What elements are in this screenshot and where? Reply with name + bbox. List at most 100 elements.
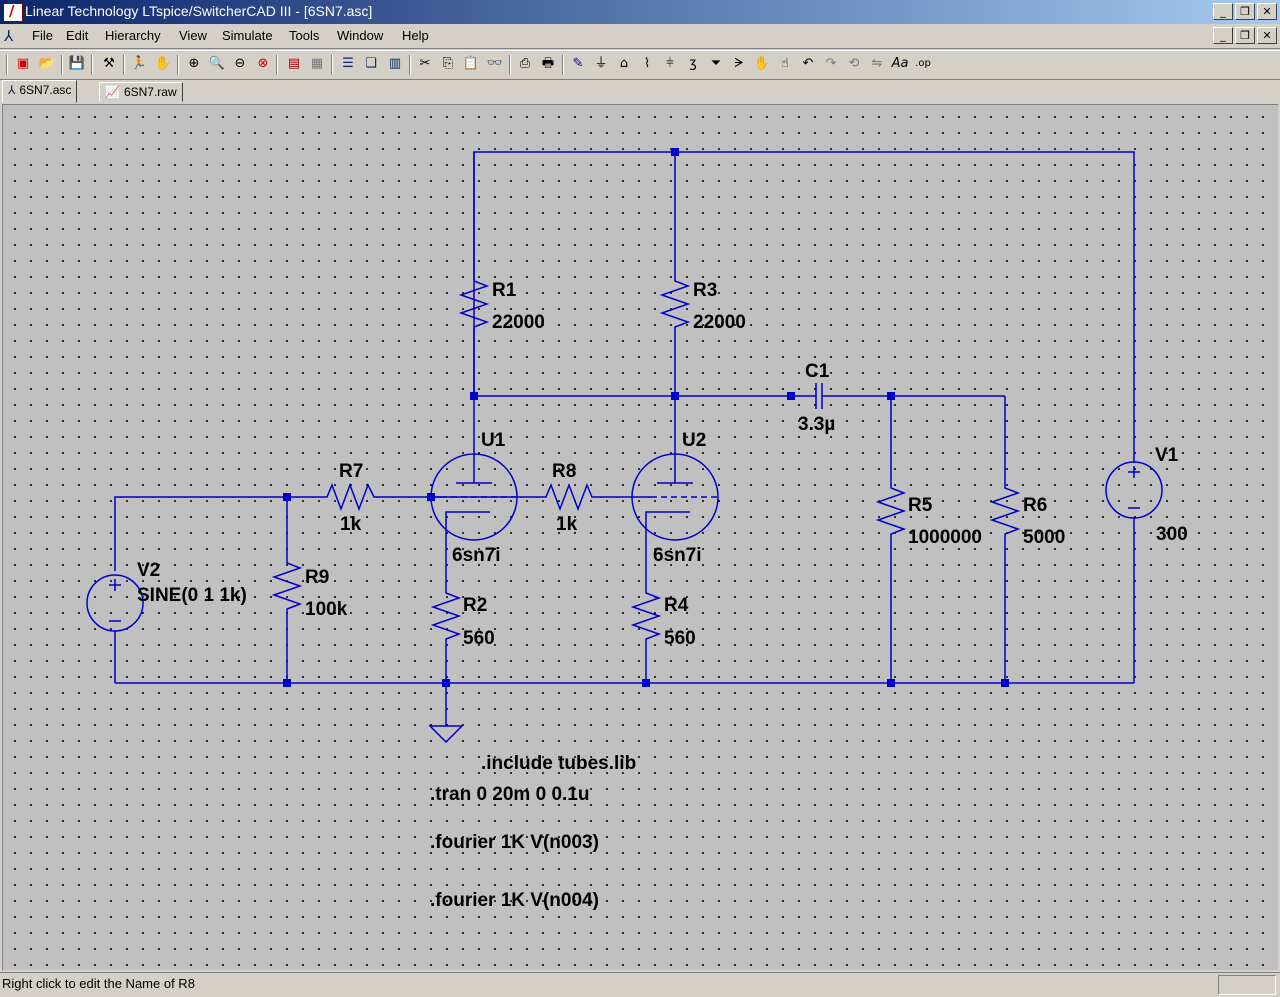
redo-icon[interactable]: ↷ xyxy=(825,56,837,71)
move-icon[interactable]: ✋ xyxy=(753,56,771,71)
u1-value[interactable]: 6sn7i xyxy=(452,545,501,566)
v2-name[interactable]: V2 xyxy=(137,560,160,581)
document-menu-icon[interactable]: ⅄ xyxy=(4,27,14,45)
c1-name[interactable]: C1 xyxy=(805,361,830,382)
menu-help[interactable]: Help xyxy=(402,28,429,43)
tab-6sn7-asc[interactable]: ⅄6SN7.asc xyxy=(2,80,78,103)
ground-icon[interactable]: ⏚ xyxy=(594,56,608,71)
schematic-canvas[interactable]: R1 22000 R3 22000 C1 3.3µ U1 6sn7i U2 6s… xyxy=(2,104,1278,970)
copy-icon[interactable]: ⎘ xyxy=(442,56,454,71)
zoom-fit-icon[interactable]: ⊗ xyxy=(257,56,269,71)
restore-icon[interactable]: ❐ xyxy=(1235,3,1255,20)
menu-simulate[interactable]: Simulate xyxy=(222,28,273,43)
capacitor-icon[interactable]: ⫩ xyxy=(666,56,674,71)
r7-symbol xyxy=(321,482,381,512)
menu-tools[interactable]: Tools xyxy=(289,28,320,43)
menu-edit[interactable]: Edit xyxy=(66,28,89,43)
zoom-in-icon[interactable]: ⊕ xyxy=(188,56,200,71)
draw-wire-icon[interactable]: ✎ xyxy=(572,56,584,71)
schematic-drawing[interactable]: R1 22000 R3 22000 C1 3.3µ U1 6sn7i U2 6s… xyxy=(3,105,1279,971)
r6-value[interactable]: 5000 xyxy=(1023,527,1065,548)
ground-symbol xyxy=(428,725,464,744)
r3-name[interactable]: R3 xyxy=(693,280,717,301)
minimize-icon[interactable]: _ xyxy=(1213,3,1233,20)
text-icon[interactable]: Aa xyxy=(891,56,909,71)
drag-icon[interactable]: ☝ xyxy=(781,56,789,71)
halt-icon[interactable]: ✋ xyxy=(154,56,172,71)
zoom-out-icon[interactable]: ⊖ xyxy=(234,56,246,71)
resistor-icon[interactable]: ⌇ xyxy=(643,56,651,71)
c1-value[interactable]: 3.3µ xyxy=(798,414,835,435)
menu-file[interactable]: File xyxy=(32,28,53,43)
spice-directive-tran[interactable]: .tran 0 20m 0 0.1u xyxy=(430,784,589,805)
r1-name[interactable]: R1 xyxy=(492,280,517,301)
r8-name[interactable]: R8 xyxy=(552,461,576,482)
tab-6sn7-raw[interactable]: 📈6SN7.raw xyxy=(99,82,183,102)
waveform-tab-icon: 📈 xyxy=(105,85,120,99)
print-preview-icon[interactable]: ⎙ xyxy=(519,56,531,71)
doc-minimize-icon[interactable]: _ xyxy=(1213,27,1233,44)
r5-value[interactable]: 1000000 xyxy=(908,527,982,548)
v1-value[interactable]: 300 xyxy=(1156,524,1188,545)
r3-value[interactable]: 22000 xyxy=(693,312,746,333)
tab-label: 6SN7.raw xyxy=(123,85,177,99)
r2-name[interactable]: R2 xyxy=(463,595,487,616)
label-net-icon[interactable]: ⌂ xyxy=(619,56,629,71)
spice-directive-icon[interactable]: .op xyxy=(915,58,931,69)
r7-value[interactable]: 1k xyxy=(340,514,362,535)
save-icon[interactable]: 💾 xyxy=(68,56,86,71)
rotate-icon[interactable]: ⟲ xyxy=(848,56,860,71)
open-icon[interactable]: 📂 xyxy=(38,56,56,71)
print-icon[interactable]: 🖶 xyxy=(541,56,555,71)
menu-view[interactable]: View xyxy=(179,28,207,43)
cascade-icon[interactable]: ❏ xyxy=(365,56,377,71)
mirror-icon[interactable]: ⇋ xyxy=(871,56,883,71)
spice-directive-fourier-n004[interactable]: .fourier 1K V(n004) xyxy=(430,890,599,911)
r8-value[interactable]: 1k xyxy=(556,514,578,535)
close-icon[interactable]: ✕ xyxy=(1257,3,1277,20)
r2-value[interactable]: 560 xyxy=(463,628,495,649)
r2-symbol xyxy=(430,586,462,649)
schematic-tab-icon: ⅄ xyxy=(8,83,16,97)
u1-name[interactable]: U1 xyxy=(481,430,506,451)
r3-symbol xyxy=(659,273,691,334)
new-schematic-icon[interactable]: ▣ xyxy=(16,56,30,71)
r9-name[interactable]: R9 xyxy=(305,567,329,588)
resistors xyxy=(271,273,1021,649)
u2-value[interactable]: 6sn7i xyxy=(653,545,702,566)
u2-name[interactable]: U2 xyxy=(682,430,706,451)
autorange-icon[interactable]: ▤ xyxy=(287,56,301,71)
paste-icon[interactable]: 📋 xyxy=(462,56,480,71)
ltspice-app-icon[interactable] xyxy=(3,2,23,22)
spice-directive-include[interactable]: .include tubes.lib xyxy=(481,753,636,774)
undo-icon[interactable]: ↶ xyxy=(802,56,814,71)
r1-symbol xyxy=(458,273,490,334)
tile-vertical-icon[interactable]: ▥ xyxy=(388,56,402,71)
r8-symbol xyxy=(541,482,597,512)
r4-name[interactable]: R4 xyxy=(664,595,689,616)
menu-window[interactable]: Window xyxy=(337,28,384,43)
tube-u2-symbol xyxy=(631,453,719,541)
v1-name[interactable]: V1 xyxy=(1155,445,1179,466)
control-panel-icon[interactable]: ⚒ xyxy=(103,56,115,71)
r7-name[interactable]: R7 xyxy=(339,461,363,482)
pan-icon[interactable]: 🔍 xyxy=(208,56,226,71)
menu-hierarchy[interactable]: Hierarchy xyxy=(105,28,161,43)
diode-icon[interactable]: ⏷ xyxy=(710,56,722,71)
run-icon[interactable]: 🏃 xyxy=(130,56,148,71)
r5-name[interactable]: R5 xyxy=(908,495,933,516)
cut-icon[interactable]: ✂ xyxy=(419,56,431,71)
v2-value[interactable]: SINE(0 1 1k) xyxy=(137,585,247,606)
grid-icon[interactable]: ▦ xyxy=(310,56,324,71)
find-icon[interactable]: 👓 xyxy=(486,56,504,71)
inductor-icon[interactable]: ʒ xyxy=(689,56,697,71)
tile-horizontal-icon[interactable]: ☰ xyxy=(342,56,354,71)
doc-close-icon[interactable]: ✕ xyxy=(1257,27,1277,44)
r4-value[interactable]: 560 xyxy=(664,628,696,649)
doc-restore-icon[interactable]: ❐ xyxy=(1235,27,1255,44)
component-icon[interactable]: ᗒ xyxy=(734,56,744,71)
r6-name[interactable]: R6 xyxy=(1023,495,1047,516)
spice-directive-fourier-n003[interactable]: .fourier 1K V(n003) xyxy=(430,832,599,853)
r9-value[interactable]: 100k xyxy=(305,599,348,620)
r1-value[interactable]: 22000 xyxy=(492,312,545,333)
